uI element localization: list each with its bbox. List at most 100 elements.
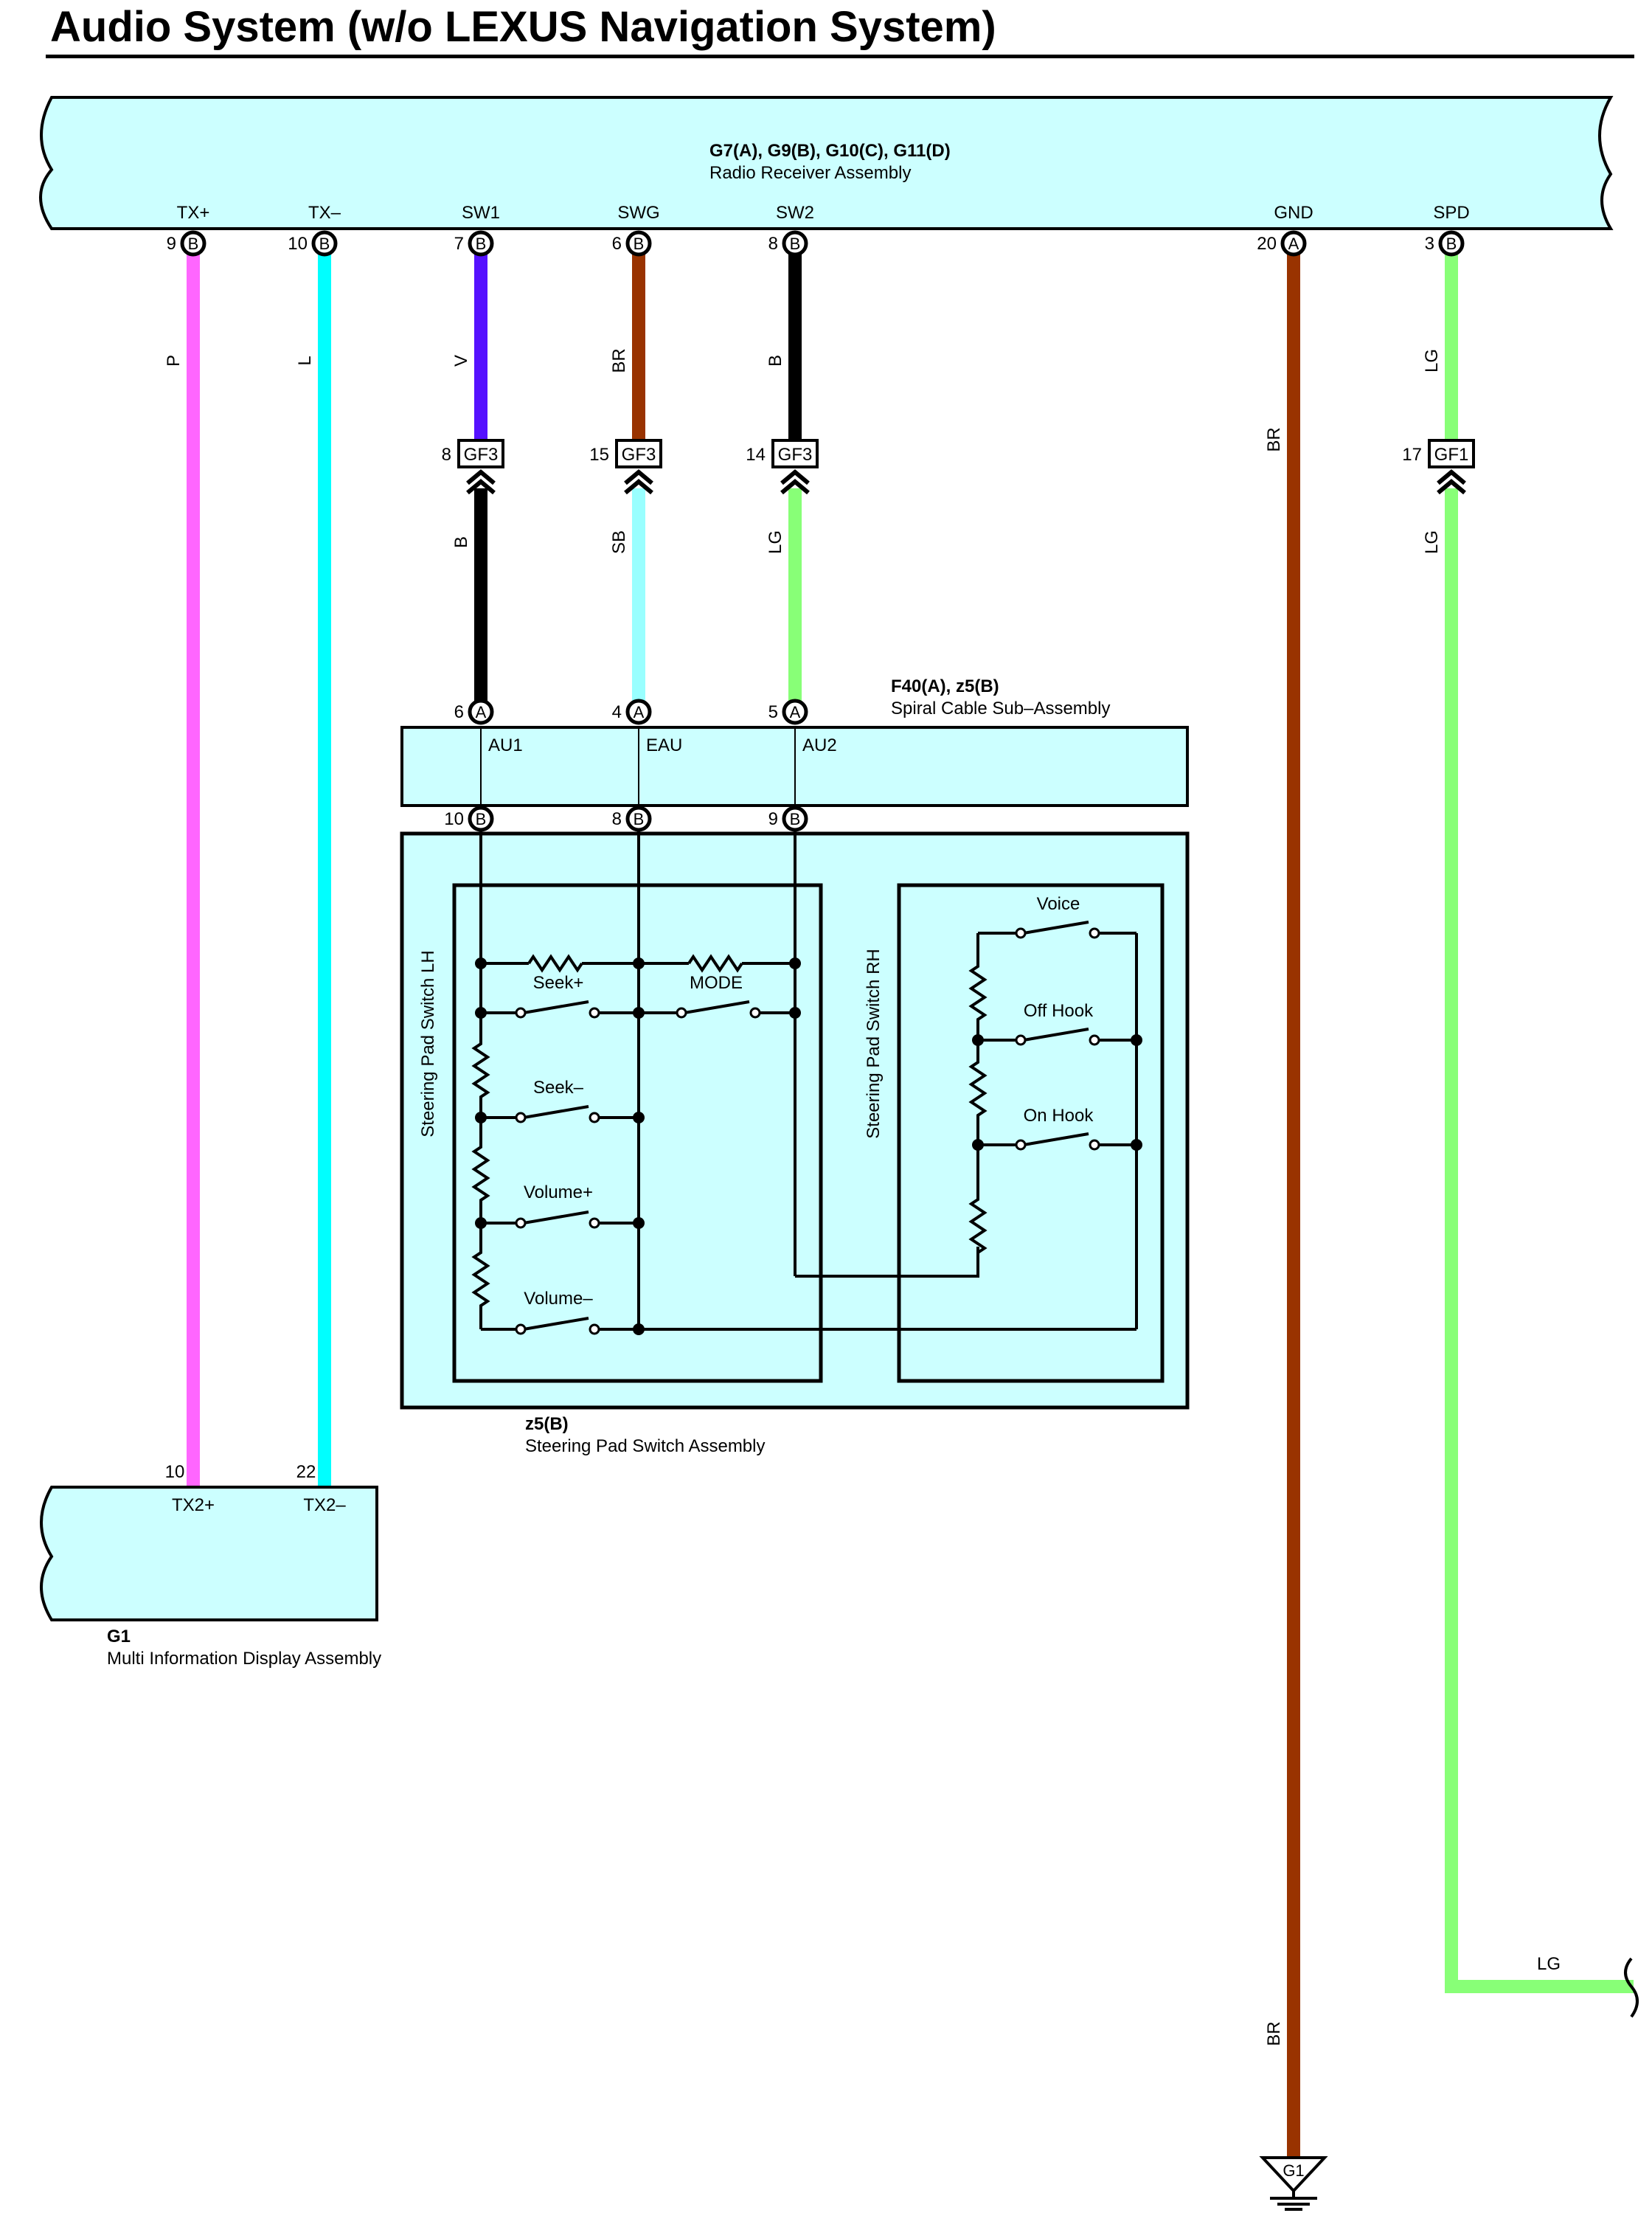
pin-num-sw2: 8	[768, 234, 778, 254]
pin-label-txm: TX–	[308, 203, 341, 223]
spiral-pin-au1: A 6	[454, 699, 494, 725]
pin-conn-spd: B	[1446, 235, 1457, 253]
pin-label-spd: SPD	[1433, 203, 1469, 223]
spiral-pin-conn-eau: A	[634, 703, 645, 721]
pin-num-gnd: 20	[1257, 234, 1277, 254]
radio-receiver-box	[39, 96, 1614, 230]
spiral-label-au1: AU1	[488, 735, 523, 755]
radio-receiver-codes: G7(A), G9(B), G10(C), G11(D)	[709, 141, 951, 161]
wire-label-sw1-upper: V	[451, 355, 471, 367]
spiral-top-pins: A 6 A 4 A 5	[454, 699, 808, 725]
wire-label-gnd: BR	[1264, 427, 1284, 451]
spiral-pin-conn-b8: B	[634, 810, 645, 828]
pin-conn-sw1: B	[476, 235, 487, 253]
pin-num-sw1: 7	[454, 234, 464, 254]
pin-label-sw2: SW2	[776, 203, 814, 223]
radio-pin-swg: B 6	[612, 230, 652, 257]
spiral-label-eau: EAU	[646, 735, 682, 755]
wire-label-txm: L	[295, 356, 315, 365]
pin-conn-swg: B	[634, 235, 645, 253]
spiral-codes: F40(A), z5(B)	[891, 676, 999, 696]
mid-pin-label-tx2p: TX2+	[172, 1495, 215, 1515]
switch-label-volume-plus: Volume+	[524, 1182, 593, 1202]
connector-pin-gf3-14: 14	[746, 445, 766, 465]
pin-num-txm: 10	[288, 234, 308, 254]
pin-conn-gnd: A	[1288, 235, 1299, 253]
mid-pin-label-tx2m: TX2–	[303, 1495, 346, 1515]
mid-pins: 10 22 TX2+ TX2–	[165, 1462, 347, 1515]
steering-pad-rh-box	[897, 883, 1165, 1383]
spiral-pin-num-eau: 4	[612, 702, 622, 722]
connector-gf3-14: GF3 14	[746, 439, 819, 495]
wire-label-swg-upper: BR	[609, 348, 629, 373]
mid-pin-num-tx2p: 10	[165, 1462, 185, 1482]
connector-gf3-15: GF3 15	[589, 439, 662, 495]
spiral-pin-num-b8: 8	[612, 809, 622, 829]
connector-pin-gf1-17: 17	[1402, 445, 1422, 465]
wires	[187, 254, 1634, 2158]
spiral-pin-num-au2: 5	[768, 702, 778, 722]
switch-label-on-hook: On Hook	[1024, 1106, 1094, 1126]
connector-name-gf3-8: GF3	[464, 445, 499, 465]
spiral-pin-b10: B 10	[444, 806, 494, 832]
pin-conn-txp: B	[188, 235, 199, 253]
pin-conn-txm: B	[319, 235, 330, 253]
connector-name-gf3-14: GF3	[778, 445, 813, 465]
title-rule	[46, 55, 1634, 58]
pin-num-spd: 3	[1425, 234, 1434, 254]
pin-conn-sw2: B	[790, 235, 801, 253]
switch-label-mode: MODE	[690, 973, 743, 993]
wire-label-spd-out: LG	[1537, 1954, 1561, 1974]
steering-lh-contacts	[515, 1007, 761, 1335]
connector-name-gf3-15: GF3	[622, 445, 656, 465]
radio-pin-gnd: A 20	[1257, 230, 1307, 257]
steering-lh-circuit	[471, 830, 1136, 1331]
spiral-pin-eau: A 4	[612, 699, 652, 725]
pin-label-swg: SWG	[617, 203, 659, 223]
radio-pin-labels: TX+ TX– SW1 SWG SW2 GND SPD	[177, 203, 1470, 223]
radio-receiver-name: Radio Receiver Assembly	[709, 163, 911, 183]
spiral-pin-conn-b9: B	[790, 810, 801, 828]
wire-label-gnd-lower: BR	[1264, 2021, 1284, 2046]
steering-rh-circuit	[968, 921, 1138, 1329]
mid-name: Multi Information Display Assembly	[107, 1649, 381, 1669]
switch-label-off-hook: Off Hook	[1024, 1001, 1094, 1021]
steering-rh-junctions	[972, 1034, 1142, 1151]
spiral-name: Spiral Cable Sub–Assembly	[891, 699, 1110, 718]
connector-pin-gf3-15: 15	[589, 445, 609, 465]
spiral-pin-num-b10: 10	[444, 809, 464, 829]
spiral-pin-au2: A 5	[768, 699, 808, 725]
connector-gf3-8: GF3 8	[442, 439, 504, 495]
radio-pin-txm: B 10	[288, 230, 338, 257]
ground-symbol: G1	[1259, 2156, 1328, 2211]
wire-label-spd-lower: LG	[1422, 530, 1442, 554]
spiral-pin-conn-b10: B	[476, 810, 487, 828]
radio-pins: B 9 B 10 B 7 B 6 B 8 A 20	[167, 230, 1465, 257]
mid-box	[40, 1486, 378, 1621]
page-title: Audio System (w/o LEXUS Navigation Syste…	[50, 3, 996, 51]
switch-label-seek-plus: Seek+	[533, 973, 584, 993]
wire-label-sw2-upper: B	[766, 355, 785, 367]
pin-num-txp: 9	[167, 234, 176, 254]
spiral-bottom-pins: B 10 B 8 B 9	[444, 806, 808, 832]
steering-lh-label: Steering Pad Switch LH	[418, 950, 438, 1137]
connector-name-gf1-17: GF1	[1434, 445, 1469, 465]
switch-label-seek-minus: Seek–	[533, 1078, 584, 1098]
wire-label-sw2-lower: LG	[766, 530, 785, 554]
connector-pin-gf3-8: 8	[442, 445, 451, 465]
connector-gf1-17: GF1 17	[1402, 439, 1475, 495]
steering-lh-labels: Seek+ MODE Seek– Volume+ Volume–	[524, 973, 743, 1309]
wire-label-spd-upper: LG	[1422, 349, 1442, 373]
steering-name: Steering Pad Switch Assembly	[525, 1436, 766, 1456]
steering-rh-contacts	[1015, 927, 1100, 1151]
wire-label-sw1-lower: B	[451, 536, 471, 548]
spiral-pin-conn-au1: A	[476, 703, 487, 721]
radio-pin-sw2: B 8	[768, 230, 808, 257]
radio-pin-spd: B 3	[1425, 230, 1465, 257]
spiral-pin-conn-au2: A	[790, 703, 801, 721]
spiral-pin-num-au1: 6	[454, 702, 464, 722]
spiral-pin-b9: B 9	[768, 806, 808, 832]
spd-continuation-break	[1624, 1957, 1639, 2018]
steering-lh-junctions	[475, 957, 801, 1335]
